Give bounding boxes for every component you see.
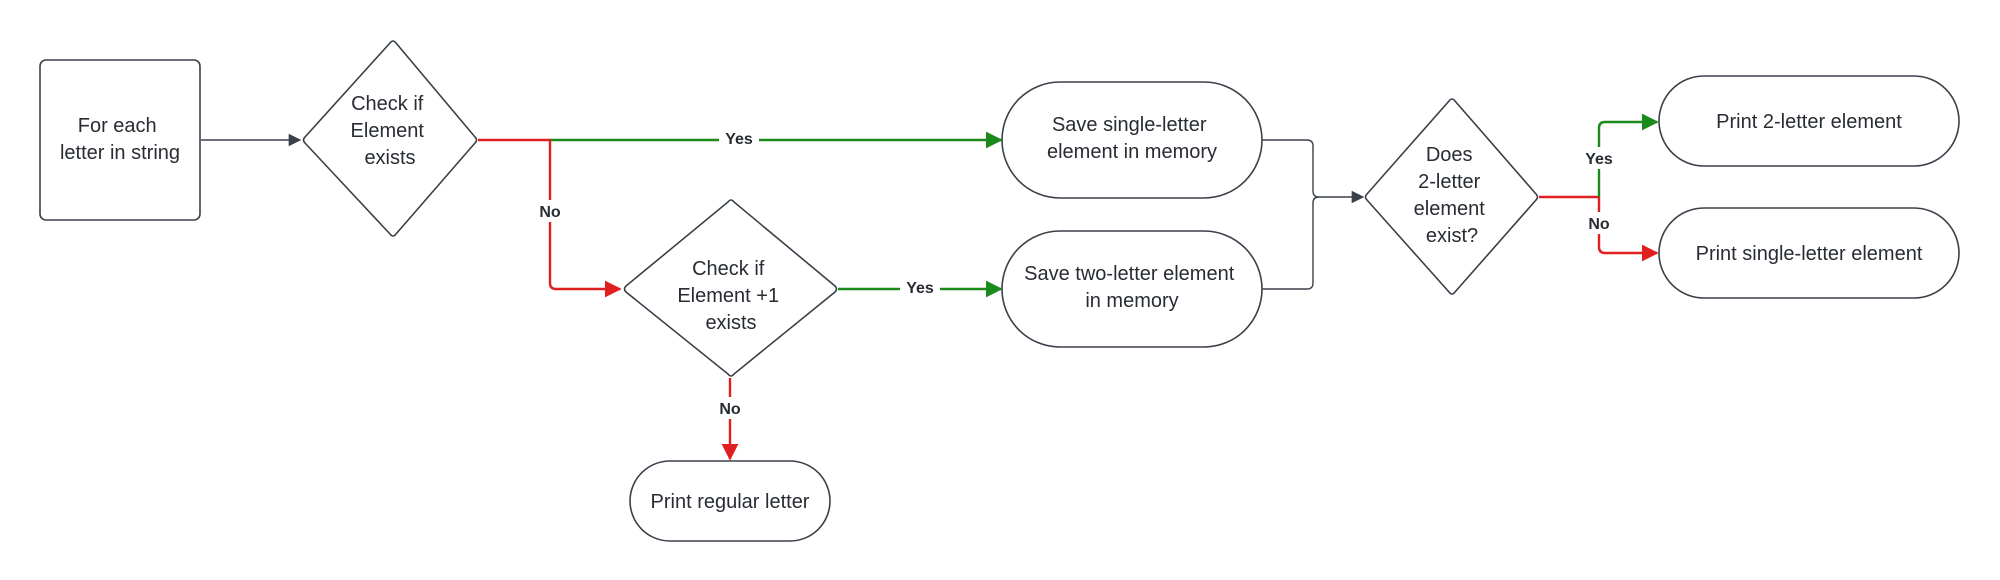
edge-exist-no-to-print-single	[1597, 197, 1659, 262]
label-exist-no: No	[1583, 212, 1615, 234]
node-check-element-plus1-text: Check if Element +1 exists	[677, 258, 784, 334]
label-check-no: No	[534, 200, 566, 222]
edge-save-single-to-merge	[1262, 139, 1365, 204]
node-start-text: For each letter in string	[60, 115, 180, 164]
node-print-regular: Print regular letter	[629, 460, 831, 542]
label-check-yes: Yes	[719, 127, 759, 149]
svg-text:Yes: Yes	[725, 131, 753, 148]
svg-text:No: No	[1588, 216, 1610, 233]
node-check-element: Check if Element exists	[302, 40, 478, 237]
svg-text:Yes: Yes	[906, 280, 934, 297]
edge-exist-yes-to-print-two	[1597, 113, 1659, 197]
node-save-single: Save single-letter element in memory	[1001, 81, 1263, 199]
node-check-element-plus1: Check if Element +1 exists	[623, 199, 838, 377]
svg-text:No: No	[539, 204, 561, 221]
node-start: For each letter in string	[39, 59, 201, 221]
node-print-regular-text: Print regular letter	[651, 491, 810, 513]
edge-check-no-to-plus1	[548, 140, 622, 298]
node-does-two-exist: Does 2-letter element exist?	[1364, 98, 1539, 295]
node-does-two-exist-text: Does 2-letter element exist?	[1414, 144, 1491, 247]
label-plus1-no: No	[714, 397, 746, 419]
node-check-element-text: Check if Element exists	[351, 93, 430, 169]
node-save-two: Save two-letter element in memory	[1001, 230, 1263, 348]
svg-text:Yes: Yes	[1585, 151, 1613, 168]
edge-save-two-to-merge	[1262, 196, 1320, 290]
node-print-two-text: Print 2-letter element	[1716, 111, 1902, 133]
node-print-two: Print 2-letter element	[1658, 75, 1960, 167]
node-save-single-text: Save single-letter element in memory	[1047, 114, 1217, 163]
label-exist-yes: Yes	[1579, 147, 1619, 169]
node-print-single: Print single-letter element	[1658, 207, 1960, 299]
svg-text:No: No	[719, 401, 741, 418]
label-plus1-yes: Yes	[900, 276, 940, 298]
node-print-single-text: Print single-letter element	[1696, 243, 1923, 265]
node-save-two-text: Save two-letter element in memory	[1024, 263, 1240, 312]
